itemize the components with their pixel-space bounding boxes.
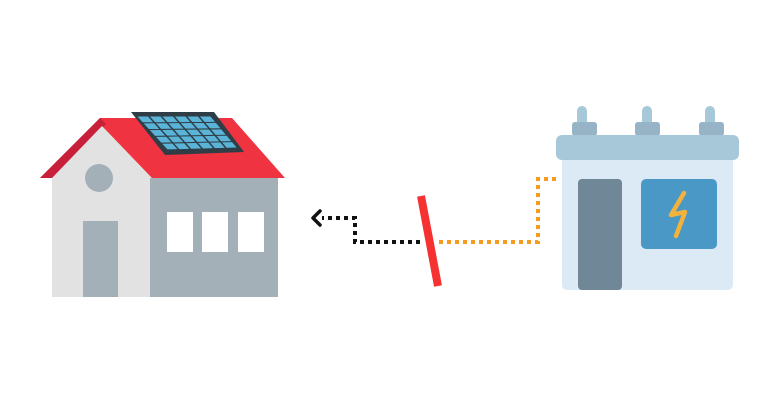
- solar-cell: [204, 135, 220, 142]
- house-with-solar-panel-icon: [40, 112, 285, 297]
- window: [202, 212, 228, 252]
- battery-terminals: [572, 106, 724, 136]
- solar-cell: [149, 130, 166, 136]
- roof-shade: [40, 118, 106, 178]
- window: [238, 212, 264, 252]
- solar-cell: [192, 136, 208, 142]
- solar-cell: [162, 129, 178, 136]
- arrow-left-icon: [311, 209, 322, 227]
- door: [83, 221, 118, 297]
- solar-cell: [143, 123, 160, 130]
- window: [167, 212, 193, 252]
- solar-cell: [162, 116, 178, 123]
- lightning-bolt-icon: [668, 190, 688, 239]
- solar-cell: [186, 129, 202, 136]
- solar-cell: [162, 143, 178, 150]
- open-switch-icon: [417, 195, 442, 287]
- battery-strip: [578, 179, 622, 290]
- solar-panel: [131, 112, 244, 155]
- attic-window: [85, 164, 113, 192]
- solar-cell: [187, 116, 203, 123]
- solar-cell: [168, 123, 184, 129]
- solar-cell: [199, 116, 215, 122]
- solar-cell: [174, 143, 190, 150]
- solar-cell: [216, 135, 232, 142]
- battery-lid: [556, 135, 739, 160]
- solar-cell: [180, 123, 196, 129]
- solar-cell: [210, 142, 225, 149]
- solar-cell: [174, 129, 190, 136]
- solar-cell: [156, 123, 172, 129]
- house-supply-line: [311, 209, 420, 244]
- solar-cell: [156, 136, 172, 143]
- solar-cell: [180, 136, 196, 143]
- solar-cell: [137, 116, 154, 123]
- gable: [52, 126, 152, 178]
- solar-cell: [198, 142, 213, 149]
- solar-cell: [193, 122, 209, 129]
- solar-cell: [210, 129, 226, 135]
- solar-cell: [186, 142, 202, 149]
- solar-cell: [205, 122, 221, 129]
- solar-cell: [198, 129, 214, 136]
- solar-cell: [149, 116, 166, 123]
- battery-supply-line: [436, 177, 556, 244]
- battery-icon: [556, 106, 739, 290]
- solar-cell: [174, 116, 191, 123]
- solar-cell: [168, 136, 184, 143]
- solar-cell: [222, 142, 237, 148]
